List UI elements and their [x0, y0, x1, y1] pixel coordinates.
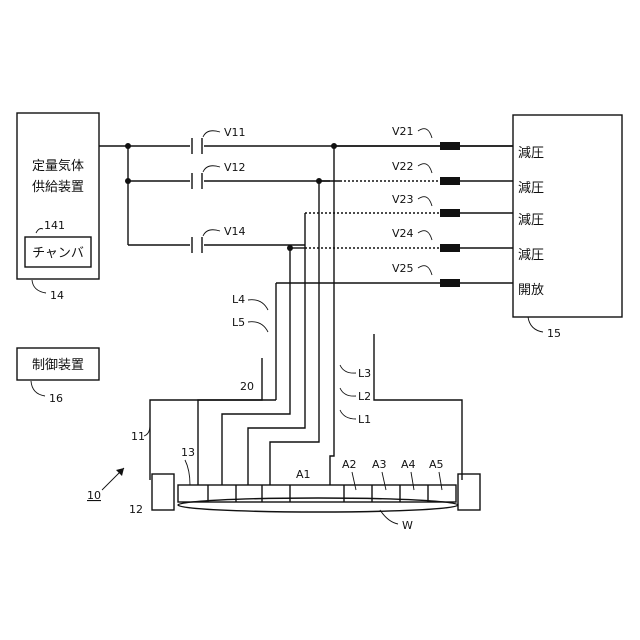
area-label-a5: A5: [429, 458, 444, 471]
svg-text:V14: V14: [224, 225, 246, 238]
chamber-label: チャンバ: [32, 246, 84, 261]
wafer-label: W: [402, 519, 413, 532]
valve-v12: V12: [190, 161, 246, 189]
valve-v14: V14: [190, 225, 246, 253]
svg-text:V23: V23: [392, 193, 414, 206]
line-label-l2: L2: [358, 390, 371, 403]
gas-supply-ref-label: 14: [50, 289, 64, 302]
svg-text:V21: V21: [392, 125, 414, 138]
area-label-a2: A2: [342, 458, 357, 471]
svg-text:V24: V24: [392, 227, 414, 240]
outlet-label: 減圧: [518, 180, 544, 196]
plate-ref-label: 13: [181, 446, 195, 459]
chamber-ref-label: 141: [44, 219, 65, 232]
svg-text:V25: V25: [392, 262, 414, 275]
svg-text:V11: V11: [224, 126, 246, 139]
outlet-label: 減圧: [518, 247, 544, 263]
gas-supply-label-2: 供給装置: [32, 180, 84, 195]
pressure-unit-ref-label: 15: [547, 327, 561, 340]
svg-text:V22: V22: [392, 160, 414, 173]
assembly-ref-label: 10: [87, 489, 101, 502]
outlet-label: 減圧: [518, 145, 544, 161]
line-label-l5: L5: [232, 316, 245, 329]
ring-ref-label: 12: [129, 503, 143, 516]
frame-ref-label: 11: [131, 430, 145, 443]
line-label-l3: L3: [358, 367, 371, 380]
retaining-ring-left: [152, 474, 174, 510]
wafer: [178, 498, 458, 512]
area-label-a4: A4: [401, 458, 416, 471]
gas-supply-label-1: 定量気体: [32, 158, 84, 174]
area-label-a1: A1: [296, 468, 311, 481]
outlet-label: 減圧: [518, 212, 544, 228]
junction-dot: [125, 178, 131, 184]
svg-text:V12: V12: [224, 161, 246, 174]
controller-ref-label: 16: [49, 392, 63, 405]
head-ref-label: 20: [240, 380, 254, 393]
line-label-l1: L1: [358, 413, 371, 426]
junction-dot: [125, 143, 131, 149]
controller-label: 制御装置: [32, 358, 84, 373]
line-label-l4: L4: [232, 293, 245, 306]
outlet-label: 開放: [518, 283, 544, 298]
area-label-a3: A3: [372, 458, 387, 471]
valve-v11: V11: [190, 126, 246, 154]
